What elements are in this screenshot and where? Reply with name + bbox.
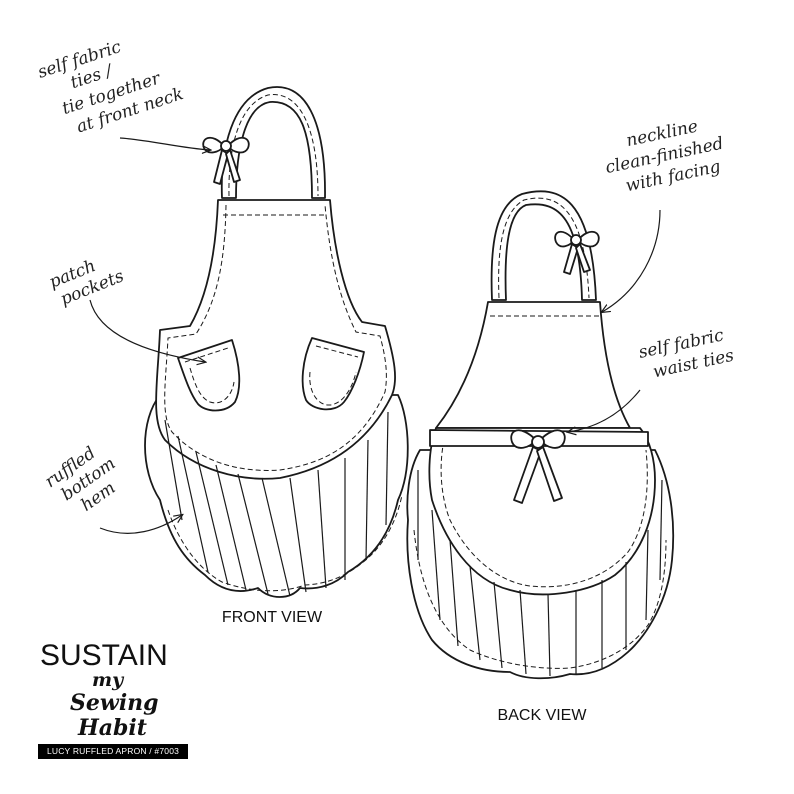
callout-ties-neck: self fabric ties / tie together at front… [35,37,186,138]
front-neck-strap [220,86,326,199]
brand-my: my [92,669,125,691]
back-waist-bow [510,429,566,504]
arrow-neckline [602,209,661,312]
back-view-label: BACK VIEW [498,707,588,724]
brand-sewing: Sewing [70,690,159,716]
front-ruffle-pleats [164,411,403,597]
back-apron [406,190,675,680]
back-neck-bow [554,230,600,275]
callout-waist: self fabric waist ties [637,325,736,382]
front-apron [144,86,409,598]
callout-pockets: patch pockets [46,256,127,310]
brand-sustain: SUSTAIN [40,639,168,672]
front-view-label: FRONT VIEW [222,609,323,626]
arrow-ties-neck [119,137,210,150]
back-ruffle-pleats [413,470,667,677]
callout-ruffle: ruffled bottom hem [41,443,119,516]
product-banner: LUCY RUFFLED APRON / #7003 [38,744,188,759]
back-neck-strap [490,190,597,301]
back-body [435,301,631,429]
front-body [155,199,396,480]
arrow-pockets [89,299,205,362]
arrow-waist [568,389,641,432]
arrow-ruffle [99,515,182,534]
callout-neckline: neckline clean-finished with facing [604,116,726,196]
front-pocket-left [177,339,241,412]
brand-logo: SUSTAIN my Sewing Habit [40,639,168,741]
callout-arrows [89,137,661,534]
brand-habit: Habit [77,715,147,741]
